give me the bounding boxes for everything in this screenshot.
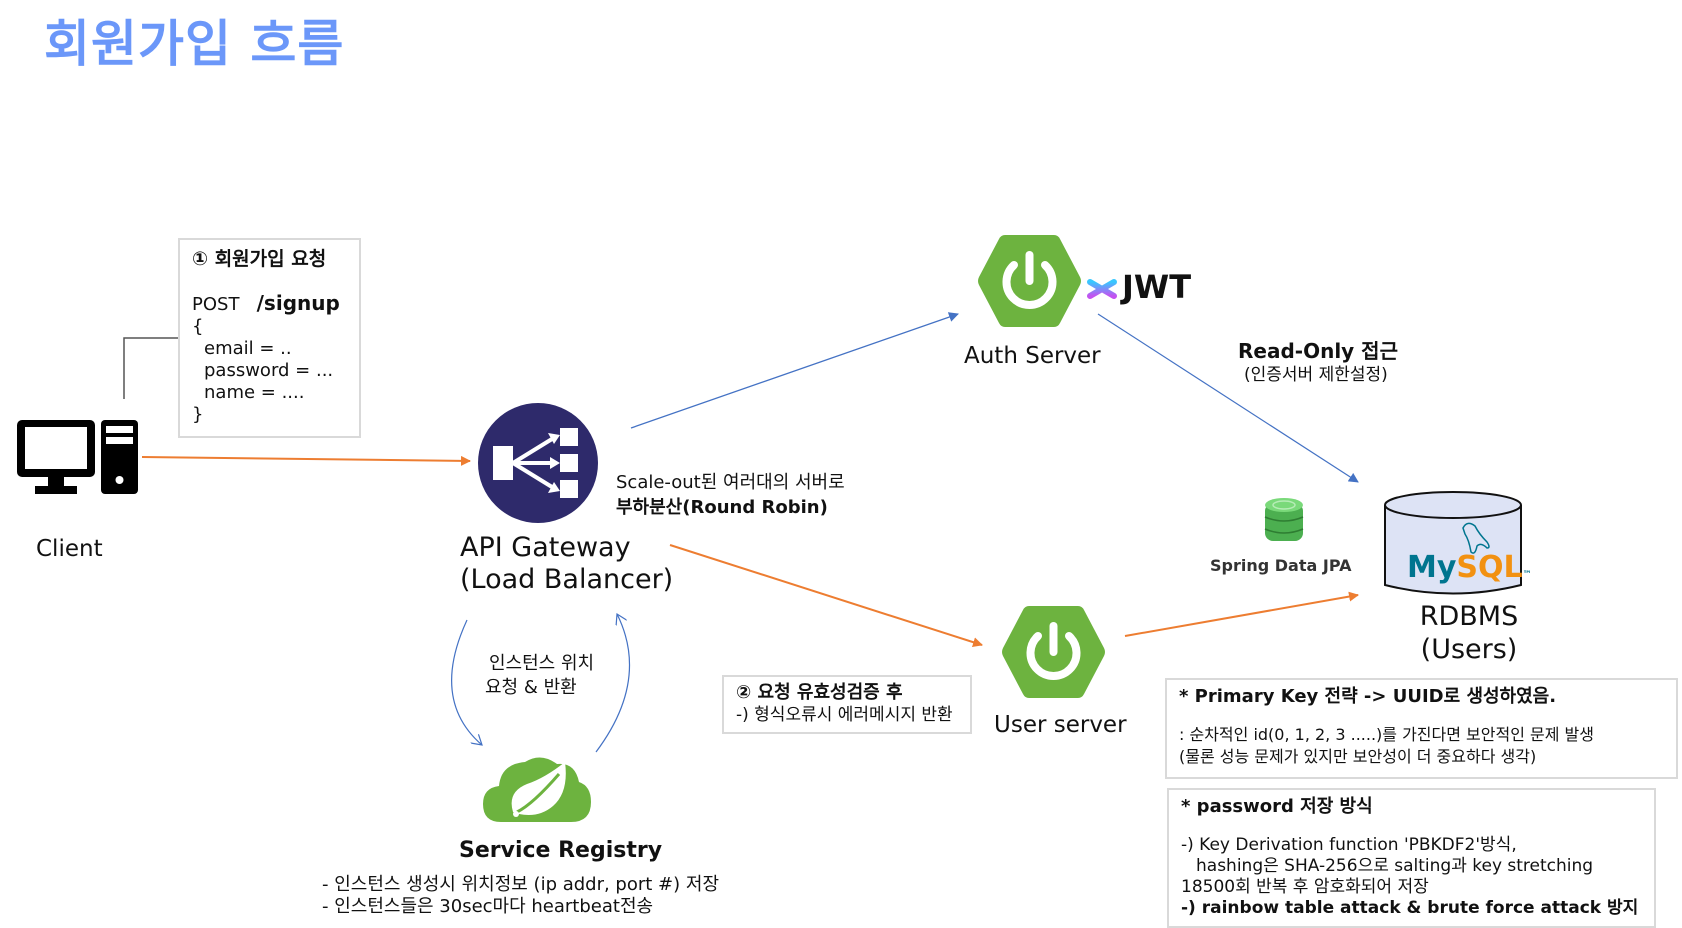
pw-line1: -) Key Derivation function 'PBKDF2'방식, [1181, 835, 1517, 855]
read-only-note: Read-Only 접근 (인증서버 제한설정) [1238, 339, 1398, 387]
pk-heading: * Primary Key 전략 -> UUID로 생성하였음. [1179, 686, 1557, 707]
gateway-label-line2: (Load Balancer) [460, 564, 674, 595]
user-server-label: User server [994, 712, 1127, 738]
service-registry-notes: - 인스턴스 생성시 위치정보 (ip addr, port #) 저장 - 인… [322, 874, 719, 918]
jwt-badge: JWT [1122, 268, 1192, 306]
lb-note-line2: 부하분산(Round Robin) [616, 497, 828, 518]
spring-cloud-icon [483, 757, 591, 822]
primary-key-strategy-box: * Primary Key 전략 -> UUID로 생성하였음. : 순차적인 … [1165, 678, 1678, 779]
instance-note-line2: 요청 & 반환 [485, 677, 577, 698]
mysql-sql: SQL [1456, 550, 1523, 585]
validation-heading: ② 요청 유효성검증 후 [736, 682, 903, 703]
load-balancing-note: Scale-out된 여러대의 서버로 부하분산(Round Robin) [616, 470, 845, 520]
close-brace: } [192, 404, 204, 425]
open-brace: { [192, 316, 204, 337]
pw-line4: -) rainbow table attack & brute force at… [1181, 898, 1639, 918]
auth-to-db-arrow [1097, 313, 1359, 483]
instance-note-line1: 인스턴스 위치 [489, 653, 595, 674]
request-line: POST /signup [192, 292, 347, 316]
db-label-line2: (Users) [1420, 634, 1518, 665]
lb-note-line1: Scale-out된 여러대의 서버로 [616, 472, 845, 493]
pw-line2: hashing은 SHA-256으로 salting과 key stretchi… [1196, 856, 1594, 876]
field-name: name = .... [204, 382, 305, 403]
database-label: RDBMS (Users) [1414, 600, 1524, 666]
desktop-computer-icon [17, 420, 138, 494]
user-to-db-arrow [1124, 591, 1359, 637]
pk-line1: : 순차적인 id(0, 1, 2, 3 .....)를 가진다면 보안적인 문… [1179, 725, 1594, 744]
signup-request-box: ① 회원가입 요청 POST /signup { email = .. pass… [178, 238, 361, 438]
field-email: email = .. [204, 338, 292, 359]
page-title: 회원가입 흐름 [44, 15, 345, 73]
gateway-label-line1: API Gateway [460, 532, 631, 563]
validation-line: -) 형식오류시 에러메시지 반환 [736, 705, 953, 725]
pk-line2: (물론 성능 문제가 있지만 보안성이 더 중요하다 생각) [1179, 747, 1537, 766]
mysql-my: My [1407, 550, 1457, 585]
db-label-line1: RDBMS [1419, 601, 1519, 632]
registry-note-1: - 인스턴스 생성시 위치정보 (ip addr, port #) 저장 [322, 874, 720, 895]
auth-server-label: Auth Server [964, 343, 1101, 369]
read-only-line2: (인증서버 제한설정) [1244, 365, 1388, 385]
gateway-to-user-arrow [669, 544, 983, 648]
client-label: Client [36, 536, 103, 562]
mysql-database-icon [1384, 491, 1522, 595]
request-heading: ① 회원가입 요청 [192, 248, 327, 270]
service-registry-label: Service Registry [459, 838, 663, 863]
instance-location-note: 인스턴스 위치 요청 & 반환 [485, 652, 594, 700]
client-to-request-connector [123, 337, 180, 399]
spring-boot-icon [1002, 606, 1105, 698]
database-stack-icon [1264, 498, 1304, 541]
field-password: password = ... [204, 360, 334, 381]
validation-box: ② 요청 유효성검증 후 -) 형식오류시 에러메시지 반환 [722, 675, 972, 734]
registry-to-gateway-curve [595, 614, 631, 753]
load-balancer-icon [478, 403, 598, 523]
jwt-asterisk-icon [1087, 272, 1117, 306]
gateway-to-auth-arrow [630, 312, 959, 429]
gateway-to-registry-curve [451, 619, 482, 745]
client-to-gateway-arrow [141, 455, 471, 466]
mysql-tm: ™ [1522, 570, 1532, 580]
read-only-line1: Read-Only 접근 [1238, 339, 1398, 363]
gateway-label: API Gateway (Load Balancer) [460, 532, 673, 596]
endpoint: /signup [256, 291, 340, 315]
pw-heading: * password 저장 방식 [1181, 796, 1373, 817]
http-method: POST [192, 294, 240, 315]
registry-note-2: - 인스턴스들은 30sec마다 heartbeat전송 [322, 896, 654, 917]
password-storage-box: * password 저장 방식 -) Key Derivation funct… [1167, 788, 1656, 928]
spring-boot-icon [978, 235, 1081, 327]
mysql-logo: MySQL™ [1407, 550, 1532, 585]
spring-data-jpa-label: Spring Data JPA [1210, 556, 1352, 575]
pw-line3: 18500회 반복 후 암호화되어 저장 [1181, 877, 1429, 897]
